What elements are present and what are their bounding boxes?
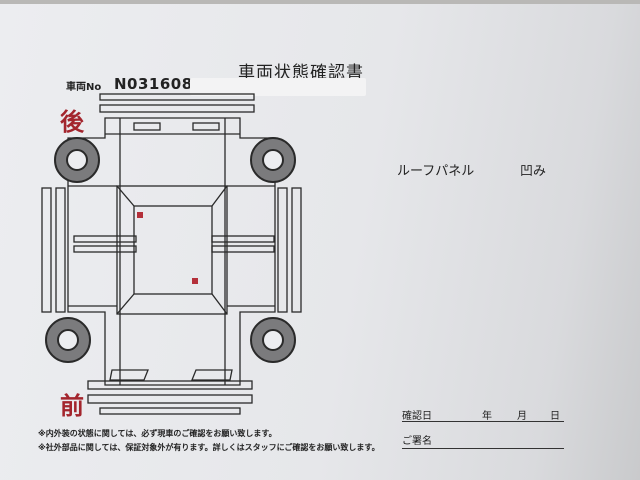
damage-mark-1 bbox=[137, 212, 143, 218]
damage-part: ルーフパネル bbox=[397, 164, 475, 179]
damage-condition: 凹み bbox=[520, 164, 547, 179]
redacted-area bbox=[190, 78, 366, 96]
body-outline bbox=[41, 117, 302, 386]
wheels bbox=[45, 137, 296, 363]
damage-mark-2 bbox=[192, 278, 198, 284]
signature-field[interactable]: ご署名 bbox=[402, 432, 564, 449]
vehicle-no-label: 車両No bbox=[66, 82, 102, 93]
day-label: 日 bbox=[550, 411, 560, 422]
disclaimer-2: ※社外部品に関しては、保証対象外が有ります。詳しくはスタッフにご確認をお願い致し… bbox=[38, 443, 380, 452]
rear-label: 後 bbox=[60, 108, 84, 136]
confirm-date-field[interactable]: 確認日 年 月 日 bbox=[402, 407, 564, 422]
confirm-date-label: 確認日 bbox=[402, 411, 432, 422]
month-label: 月 bbox=[517, 411, 527, 422]
front-label: 前 bbox=[60, 392, 84, 420]
year-label: 年 bbox=[482, 411, 492, 422]
front-bumper bbox=[87, 380, 253, 415]
rear-bumper bbox=[99, 93, 255, 113]
signature-label: ご署名 bbox=[402, 436, 432, 447]
disclaimer-1: ※内外装の状態に関しては、必ず現車のご確認をお願い致します。 bbox=[38, 429, 277, 438]
vehicle-no: N0316081 bbox=[114, 75, 204, 93]
